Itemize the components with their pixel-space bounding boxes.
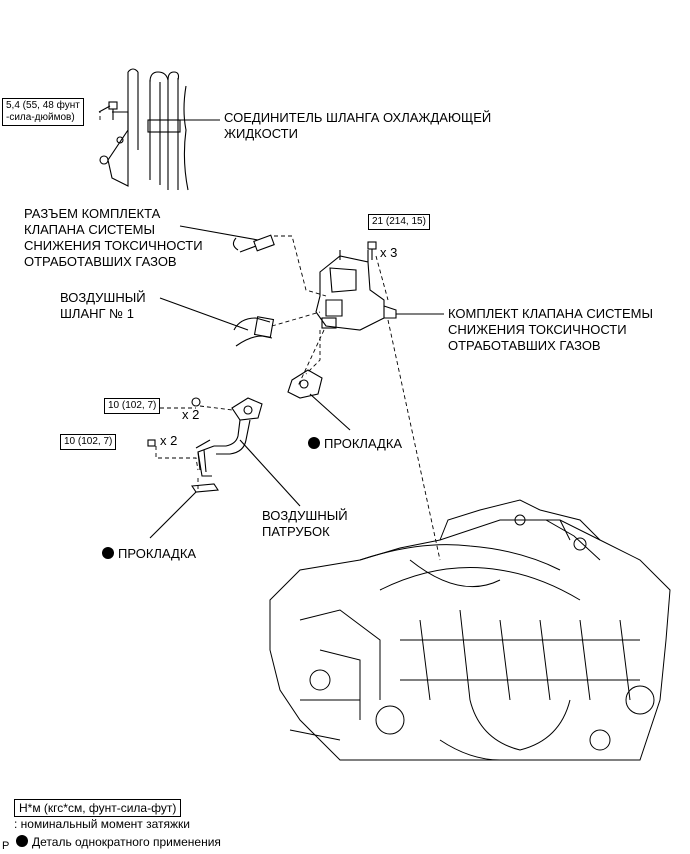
gasket-upper-label: ПРОКЛАДКА — [308, 436, 402, 452]
pipe-nut-drawing — [191, 397, 201, 407]
air-hose-label: ВОЗДУШНЫЙ ШЛАНГ № 1 — [60, 290, 146, 321]
emission-connector-label: РАЗЪЕМ КОМПЛЕКТА КЛАПАНА СИСТЕМЫ СНИЖЕНИ… — [24, 206, 203, 269]
single-use-icon — [308, 437, 320, 449]
pipe-bolt-torque: 10 (102, 7) — [60, 434, 117, 450]
legend-torque-unit: Н*м (кгс*см, фунт-сила-фут) — [14, 799, 182, 817]
valve-bolt-torque: 21 (214, 15) — [368, 214, 430, 230]
single-use-icon — [102, 547, 114, 559]
emission-connector-drawing — [232, 234, 275, 253]
coolant-hose-connector-drawing — [99, 68, 189, 191]
gasket-lower-text: ПРОКЛАДКА — [118, 546, 197, 561]
gasket-lower-drawing — [191, 483, 219, 493]
valve-assembly-drawing — [315, 250, 397, 331]
air-hose-drawing — [233, 316, 275, 347]
gasket-upper-drawing — [287, 369, 323, 399]
valve-bolt-quantity: x 3 — [380, 245, 398, 260]
legend-torque: Н*м (кгс*см, фунт-сила-фут) : номинальны… — [14, 784, 190, 832]
single-use-icon — [16, 835, 28, 847]
pipe-bolt-quantity: x 2 — [160, 433, 178, 448]
valve-assembly-label: КОМПЛЕКТ КЛАПАНА СИСТЕМЫ СНИЖЕНИЯ ТОКСИЧ… — [448, 306, 653, 353]
pipe-bolt-drawing — [147, 439, 156, 447]
coolant-bolt-drawing — [108, 101, 118, 120]
legend-single-use: Деталь однократного применения — [16, 818, 221, 850]
air-pipe-drawing — [195, 397, 263, 477]
gasket-lower-label: ПРОКЛАДКА — [102, 546, 196, 562]
valve-bolt-drawing — [367, 241, 377, 260]
gasket-upper-text: ПРОКЛАДКА — [324, 436, 403, 451]
footer-code: P — [2, 840, 10, 852]
air-pipe-label: ВОЗДУШНЫЙ ПАТРУБОК — [262, 508, 348, 539]
coolant-bolt-torque: 5,4 (55, 48 фунт -сила-дюймов) — [2, 98, 84, 126]
legend-torque-desc: : номинальный момент затяжки — [14, 817, 190, 831]
coolant-hose-connector-label: СОЕДИНИТЕЛЬ ШЛАНГА ОХЛАЖДАЮЩЕЙ ЖИДКОСТИ — [224, 110, 492, 141]
pipe-nut-quantity: x 2 — [182, 407, 200, 422]
engine-drawing — [269, 499, 671, 761]
pipe-nut-torque: 10 (102, 7) — [104, 398, 161, 414]
legend-single-use-text: Деталь однократного применения — [32, 835, 221, 849]
